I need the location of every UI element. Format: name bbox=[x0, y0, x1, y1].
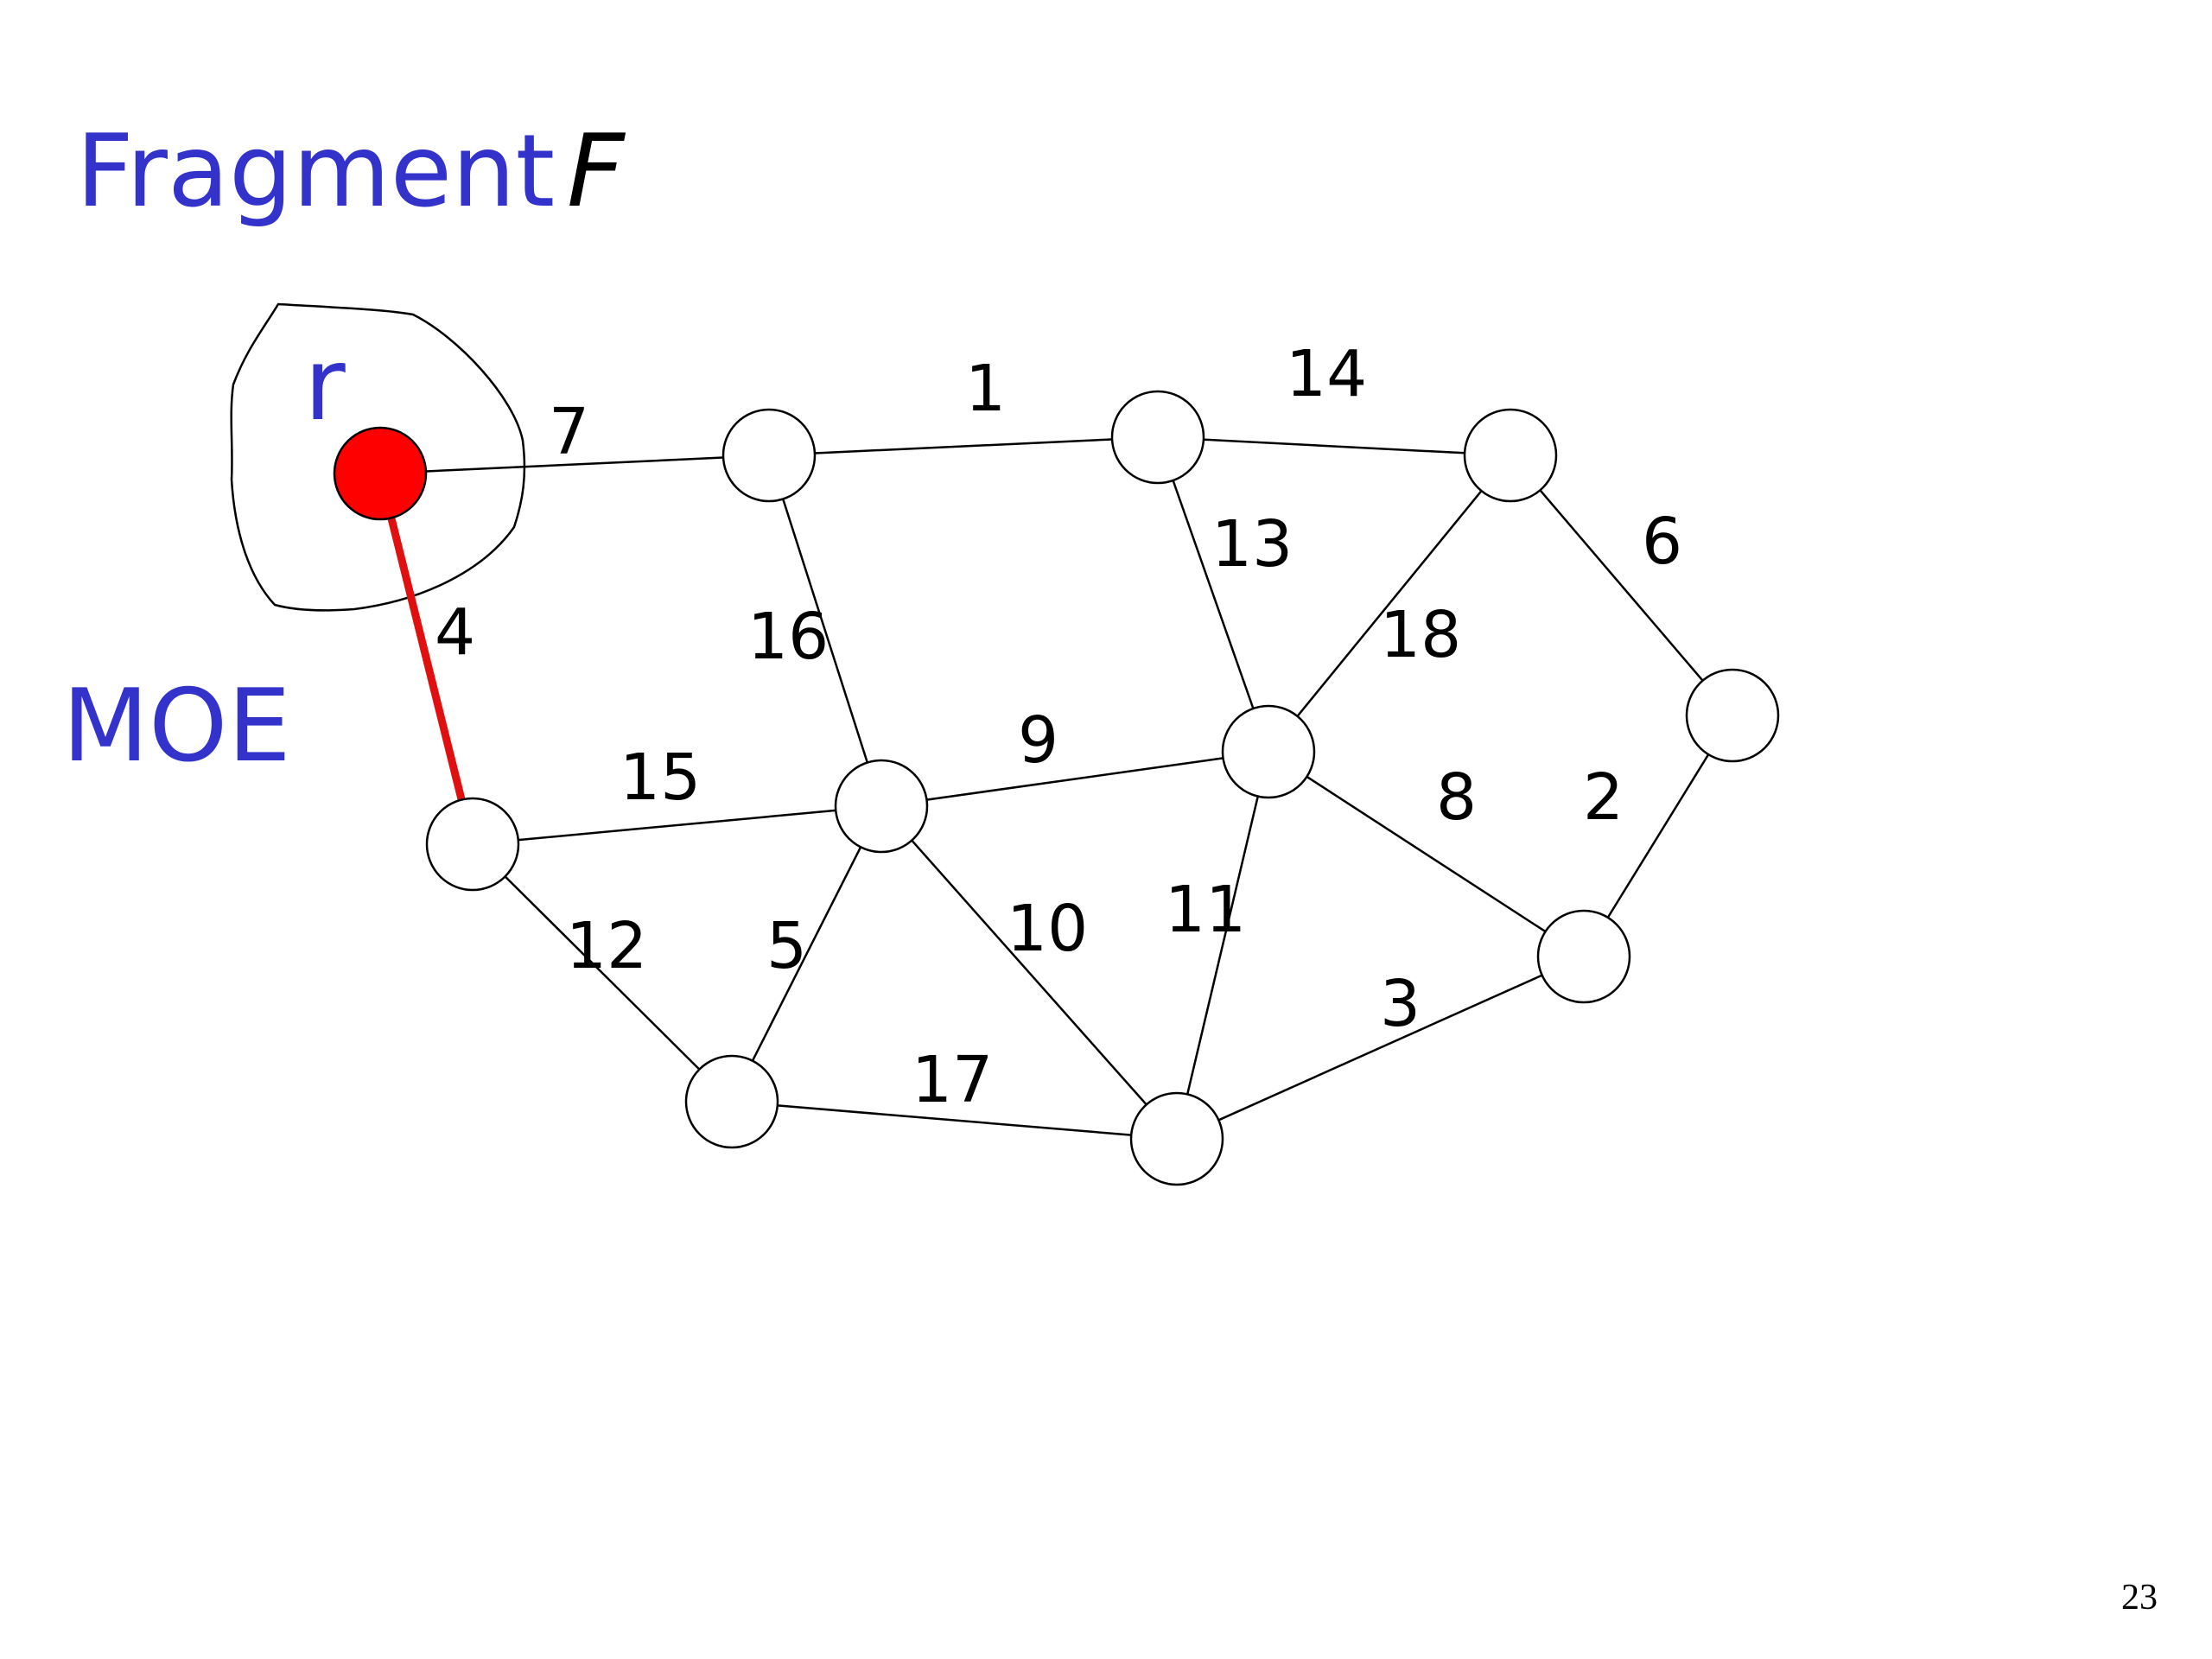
graph-node bbox=[1129, 1091, 1224, 1186]
graph-node bbox=[1463, 408, 1558, 503]
edge-i-j bbox=[777, 1104, 1132, 1136]
graph-node bbox=[834, 759, 929, 854]
graph-node bbox=[1685, 668, 1780, 763]
root-label: r bbox=[304, 327, 346, 443]
slide-title: Fragment bbox=[76, 113, 555, 230]
edge-b-c bbox=[1203, 438, 1465, 454]
graph-node bbox=[1110, 390, 1205, 485]
edge-f-j bbox=[911, 839, 1147, 1106]
edge-weight-label: 9 bbox=[1018, 703, 1058, 778]
edge-weight-label: 1 bbox=[965, 352, 1006, 426]
edge-weight-label: 17 bbox=[912, 1043, 993, 1117]
edge-weight-label: 7 bbox=[549, 395, 589, 469]
edge-weight-label: 8 bbox=[1436, 760, 1477, 835]
graph-node bbox=[1536, 909, 1631, 1004]
edge-g-h bbox=[1306, 775, 1547, 933]
graph-edges bbox=[385, 438, 1710, 1136]
edge-a-f bbox=[782, 499, 868, 763]
graph-node bbox=[684, 1054, 779, 1149]
graph-nodes bbox=[333, 390, 1780, 1186]
page-number: 23 bbox=[2121, 1578, 2158, 1618]
fragment-variable: F bbox=[567, 113, 626, 230]
graph-node bbox=[1221, 704, 1316, 799]
edge-d-h bbox=[1606, 753, 1710, 918]
graph-node bbox=[425, 797, 520, 892]
edge-e-f bbox=[518, 809, 836, 842]
edge-f-g bbox=[926, 757, 1224, 801]
moe-label: MOE bbox=[62, 668, 291, 785]
graph-node bbox=[721, 408, 817, 503]
edge-weight-label: 6 bbox=[1642, 505, 1682, 579]
edge-b-g bbox=[1172, 480, 1255, 709]
edge-weight-label: 14 bbox=[1286, 337, 1367, 411]
edge-weight-label: 3 bbox=[1380, 967, 1421, 1041]
edge-weights: 7 1 14 6 16 13 18 4 15 9 8 2 12 5 10 11 … bbox=[435, 337, 1682, 1117]
edge-weight-label: 12 bbox=[566, 909, 647, 983]
fragment-outline bbox=[230, 302, 526, 612]
edge-r-e-moe bbox=[385, 509, 467, 809]
edge-weight-label: 18 bbox=[1380, 598, 1461, 672]
edge-j-h bbox=[1217, 974, 1543, 1122]
edge-weight-label: 11 bbox=[1165, 873, 1246, 947]
edge-weight-label: 16 bbox=[747, 600, 829, 674]
edge-a-b bbox=[814, 438, 1113, 454]
edge-c-d bbox=[1539, 489, 1704, 682]
edge-r-a bbox=[425, 456, 724, 473]
edge-weight-label: 13 bbox=[1211, 507, 1293, 582]
edge-c-g bbox=[1296, 490, 1483, 717]
edge-weight-label: 10 bbox=[1007, 892, 1088, 966]
edge-weight-label: 5 bbox=[766, 909, 807, 983]
edge-f-i bbox=[751, 846, 862, 1062]
edge-weight-label: 15 bbox=[620, 741, 701, 815]
root-node bbox=[333, 426, 428, 521]
edge-weight-label: 2 bbox=[1583, 760, 1624, 835]
edge-weight-label: 4 bbox=[435, 595, 475, 670]
edge-g-j bbox=[1185, 796, 1260, 1095]
edge-e-i bbox=[504, 875, 701, 1071]
